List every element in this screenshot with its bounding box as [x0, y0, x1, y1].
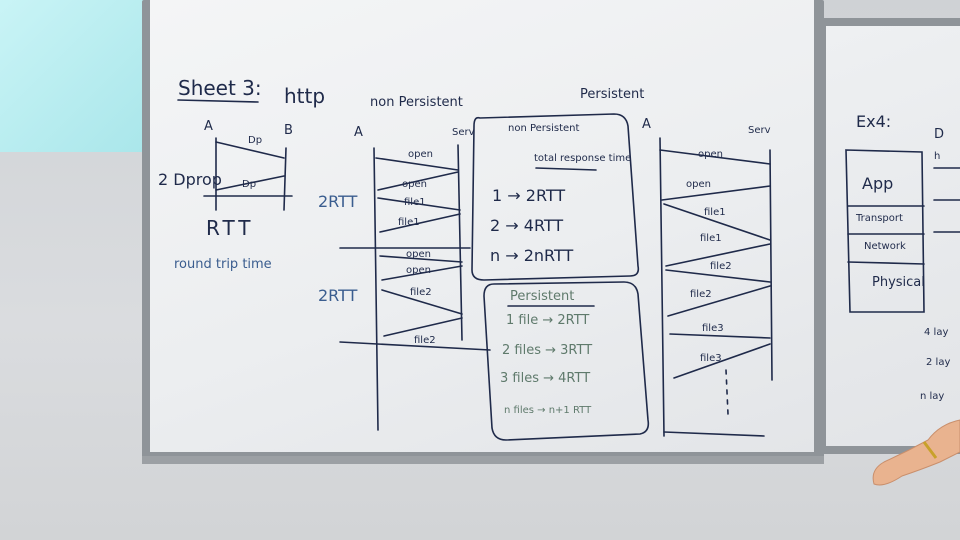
sheet-heading: Sheet 3:: [178, 76, 262, 100]
rtt-node-a: A: [204, 119, 213, 134]
note-4-lay: 4 lay: [924, 327, 949, 338]
np-box-row-2: 2 → 4RTT: [490, 216, 564, 235]
projector-light: [0, 0, 152, 152]
np-msg-3: file1: [404, 197, 426, 208]
marker-tray: [142, 456, 824, 464]
np-box-subtitle: total response time: [534, 153, 632, 164]
np-line-server: [457, 144, 463, 341]
p-line-a: [659, 137, 665, 437]
p-msg-2: open: [686, 179, 711, 190]
p-msg-5: file2: [710, 261, 732, 272]
rtt-caption: round trip time: [174, 257, 272, 272]
right-board-row-letter: h: [934, 151, 941, 162]
p-line-server: [769, 149, 773, 381]
np-box-outline: [471, 113, 640, 281]
p-msg-1: open: [698, 149, 723, 160]
p-box-title: Persistent: [510, 289, 575, 304]
p-box-row-1: 1 file → 2RTT: [506, 313, 590, 328]
np-msg-1: open: [408, 149, 433, 160]
note-2-lay: 2 lay: [926, 357, 951, 368]
p-msg-3: file1: [704, 207, 726, 218]
np-msg-2: open: [402, 179, 427, 190]
p-msg-7: file3: [702, 323, 724, 334]
np-box-underline: [535, 167, 597, 171]
np-rtt-mark-1: 2RTT: [318, 192, 358, 211]
layer-app: App: [862, 174, 894, 193]
np-rtt-mark-2: 2RTT: [318, 286, 358, 305]
topic-http: http: [284, 84, 326, 108]
rtt-line-b: [283, 147, 287, 211]
layer-transport: Transport: [856, 213, 903, 224]
p-msg-8: file3: [700, 353, 722, 364]
p-box-row-4: n files → n+1 RTT: [504, 405, 592, 416]
rtt-left-label: 2 Dprop: [158, 170, 222, 189]
p-box-row-3: 3 files → 4RTT: [500, 371, 591, 386]
rtt-node-b: B: [284, 123, 293, 138]
rtt-title: RTT: [206, 216, 255, 240]
np-msg-6: open: [406, 265, 431, 276]
p-box-outline: [483, 281, 650, 441]
p-msg-6: file2: [690, 289, 712, 300]
p-node-a: A: [642, 117, 651, 132]
p-node-server: Serv: [748, 125, 771, 136]
rtt-arrow-bottom: [215, 175, 285, 191]
right-board-column-letter: D: [934, 127, 945, 142]
layer-network: Network: [864, 241, 906, 252]
np-box-title: non Persistent: [508, 123, 580, 134]
np-box-row-3: n → 2nRTT: [490, 246, 574, 265]
whiteboard-main: [150, 0, 814, 452]
col-nonpersistent-label: non Persistent: [370, 95, 463, 110]
rtt-prop-top: Dp: [248, 135, 263, 146]
np-line-a: [373, 147, 379, 431]
np-box-row-1: 1 → 2RTT: [492, 186, 566, 205]
np-node-server: Serv: [452, 127, 475, 138]
np-msg-7: file2: [410, 287, 432, 298]
layer-stack-outline: [845, 149, 925, 313]
p-box-row-2: 2 files → 3RTT: [502, 343, 593, 358]
note-n-lay: n lay: [920, 391, 945, 402]
np-msg: [375, 157, 459, 171]
rtt-prop-bottom: Dp: [242, 179, 257, 190]
heading-underline: [177, 99, 259, 103]
layer-physical: Physical: [872, 275, 925, 290]
np-msg-5: open: [406, 249, 431, 260]
np-msg-4: file1: [398, 217, 420, 228]
right-board-heading: Ex4:: [856, 112, 892, 131]
rtt-arrow-top: [215, 141, 285, 159]
np-msg-8: file2: [414, 335, 436, 346]
np-node-a: A: [354, 125, 363, 140]
p-msg-4: file1: [700, 233, 722, 244]
col-persistent-label: Persistent: [580, 87, 645, 102]
